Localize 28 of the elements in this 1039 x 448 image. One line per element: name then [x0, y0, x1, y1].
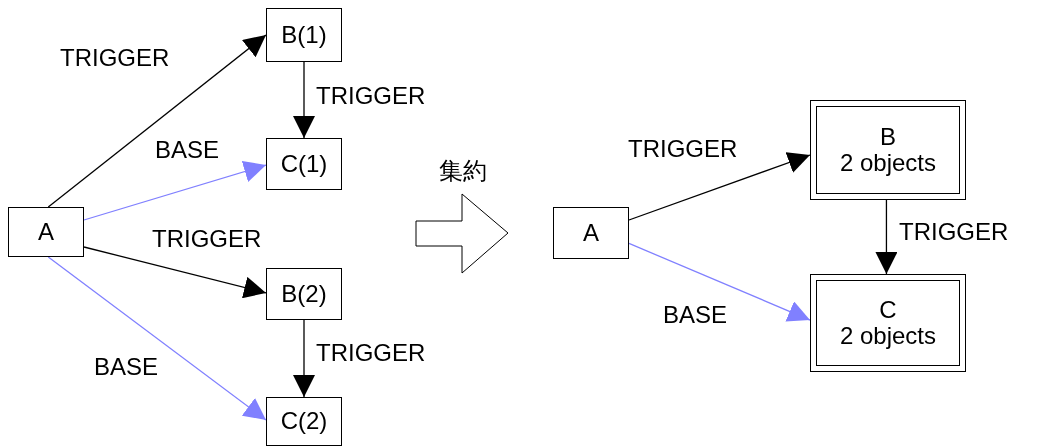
node-label: C(1) [280, 150, 328, 178]
node-label: 2 objects [839, 150, 937, 177]
node-label: A [38, 218, 54, 246]
process-box [266, 268, 342, 320]
node-label: B [880, 123, 896, 150]
process-box [810, 100, 966, 200]
node-label: 2 objects [839, 323, 937, 350]
arrow [83, 246, 267, 299]
node-label: B(1) [281, 21, 327, 49]
process-box [8, 207, 84, 257]
node-label: C [879, 296, 897, 323]
process-box [553, 207, 629, 259]
process-box [266, 138, 342, 190]
arrow [47, 256, 267, 421]
process-box [266, 8, 342, 62]
arrow [875, 199, 898, 275]
node-label: A [583, 219, 599, 247]
node-label: C(2) [280, 408, 328, 435]
arrow [83, 160, 267, 221]
arrow [293, 61, 315, 139]
process-box [810, 274, 966, 372]
arrow [628, 242, 811, 322]
node-label: B(2) [281, 280, 327, 308]
node-label: 集約 [439, 158, 487, 185]
arrow [293, 319, 315, 398]
arrow [47, 34, 267, 208]
process-box [266, 397, 342, 446]
arrow [628, 152, 811, 221]
